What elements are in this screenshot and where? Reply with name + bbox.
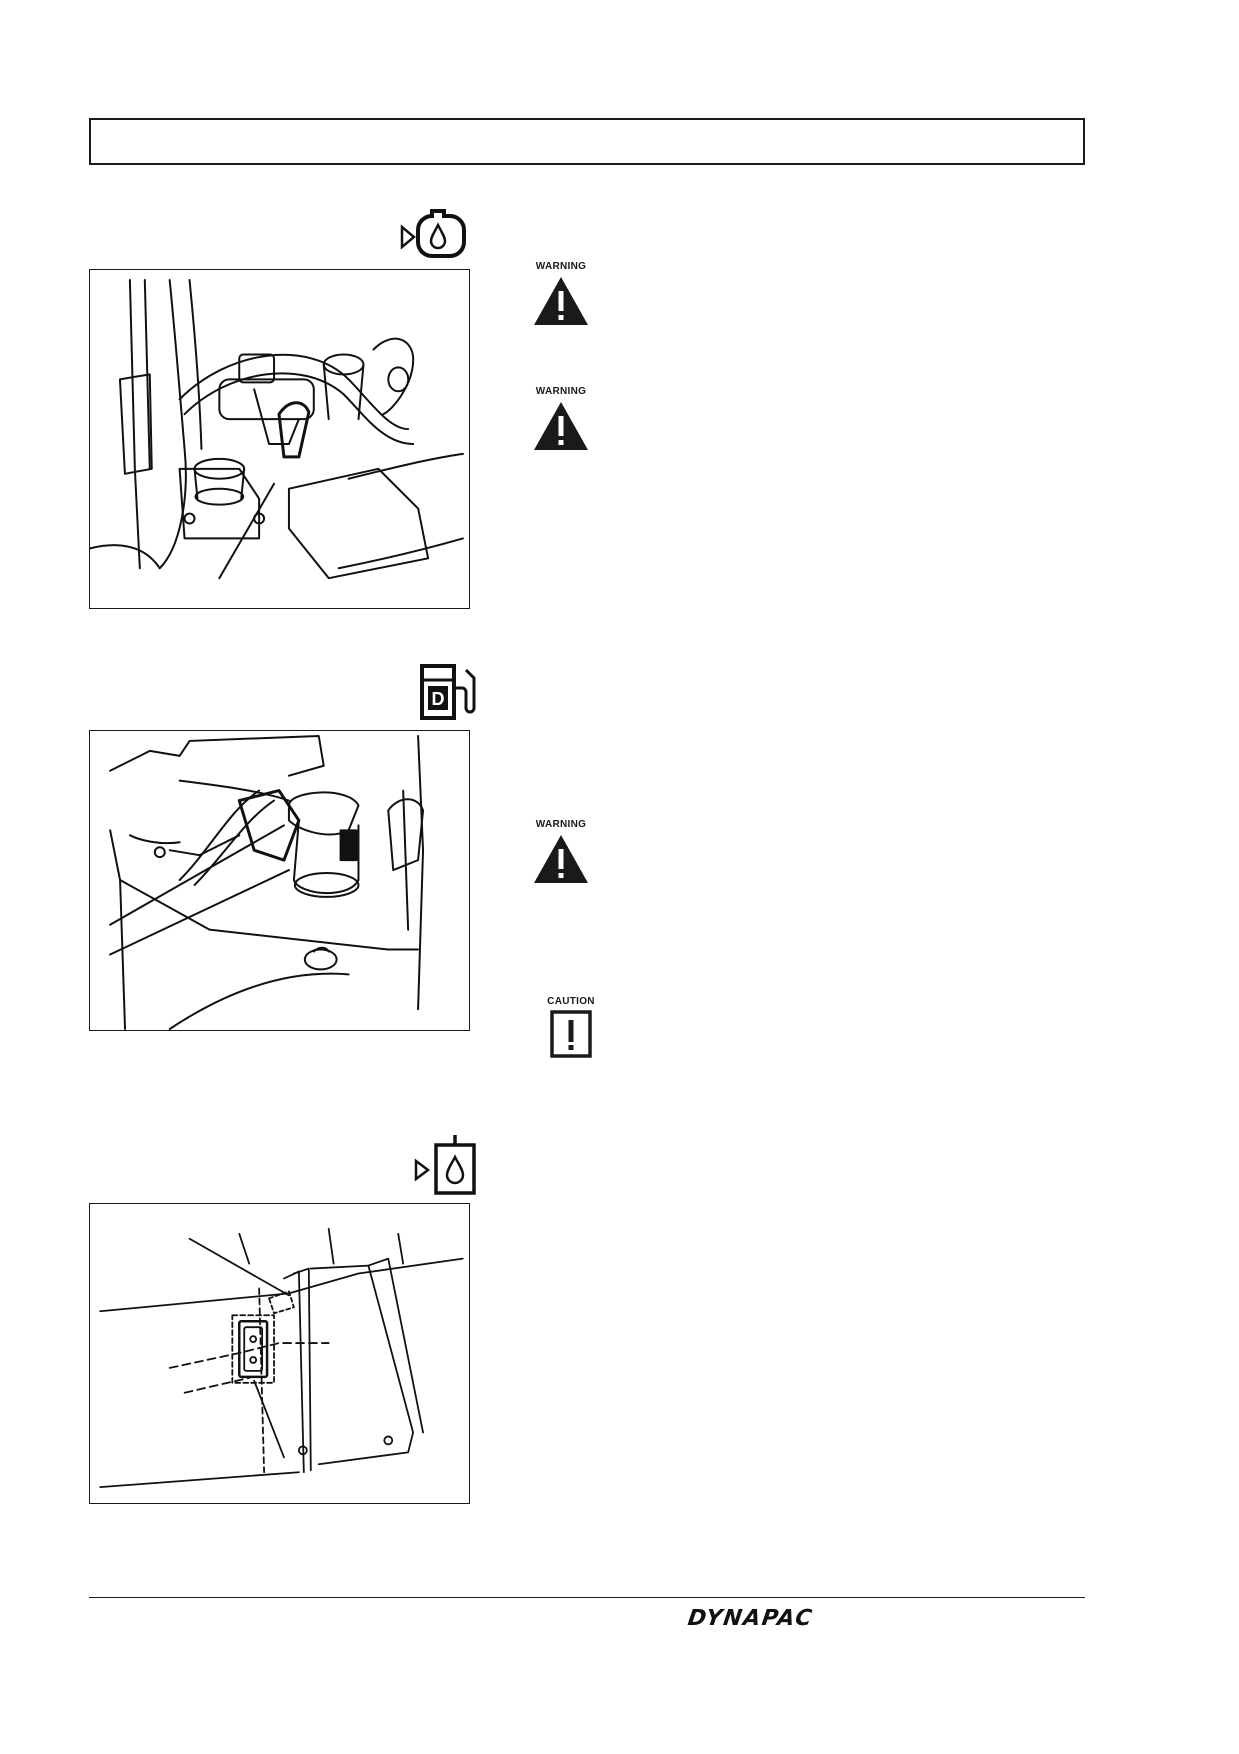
warning-triangle-icon bbox=[534, 402, 588, 450]
engine-oil-drop-icon bbox=[398, 203, 468, 267]
warning-triangle-icon bbox=[534, 835, 588, 883]
warning-label: WARNING bbox=[535, 261, 587, 272]
warning-label: WARNING bbox=[535, 386, 587, 397]
hydraulic-tank-sight-glass-illustration bbox=[89, 1203, 470, 1504]
caution-exclamation-icon bbox=[550, 1010, 592, 1058]
warning-sign-1: WARNING bbox=[526, 261, 596, 327]
fuel-filter-illustration bbox=[89, 730, 470, 1031]
caution-sign-1: CAUTION bbox=[536, 996, 606, 1058]
hydraulic-tank-oil-icon bbox=[414, 1133, 480, 1197]
svg-text:D: D bbox=[432, 689, 445, 709]
warning-label: WARNING bbox=[535, 819, 587, 830]
diesel-fuel-pump-icon: D bbox=[418, 660, 480, 724]
warning-triangle-icon bbox=[534, 277, 588, 325]
page-header-box bbox=[89, 118, 1085, 165]
engine-oil-filter-illustration bbox=[89, 269, 470, 609]
warning-sign-3: WARNING bbox=[526, 819, 596, 885]
warning-sign-2: WARNING bbox=[526, 386, 596, 452]
footer-rule bbox=[89, 1597, 1085, 1598]
caution-label: CAUTION bbox=[547, 996, 595, 1007]
dynapac-logo: DYNAPAC bbox=[686, 1606, 815, 1631]
